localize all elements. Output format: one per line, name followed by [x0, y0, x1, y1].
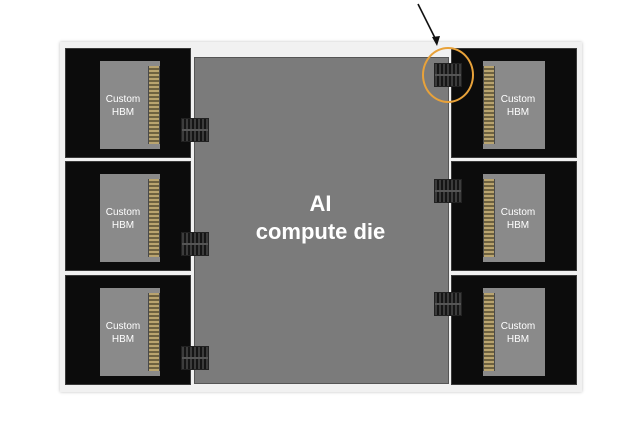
hbm-die: Custom HBM	[483, 174, 545, 262]
tsv-strip	[483, 293, 495, 371]
hbm-stack-left-bottom: Custom HBM	[65, 275, 191, 385]
hbm-die: Custom HBM	[100, 174, 160, 262]
hbm-die: Custom HBM	[100, 61, 160, 149]
die-label-line1: AI	[309, 191, 332, 216]
hbm-stack-right-bottom: Custom HBM	[451, 275, 577, 385]
hbm-label: Custom HBM	[105, 94, 141, 118]
phy-interface-right-bottom	[434, 292, 462, 316]
tsv-strip	[148, 179, 160, 257]
die-label-line2: compute die	[255, 219, 386, 244]
phy-interface-right-middle	[434, 179, 462, 203]
hbm-label: Custom HBM	[500, 94, 536, 118]
tsv-strip	[148, 293, 160, 371]
hbm-label: Custom HBM	[105, 321, 141, 345]
die-label: AI compute die	[194, 190, 447, 246]
phy-interface-left-top	[181, 118, 209, 142]
phy-interface-left-bottom	[181, 346, 209, 370]
hbm-label: Custom HBM	[500, 207, 536, 231]
hbm-stack-right-middle: Custom HBM	[451, 161, 577, 271]
hbm-stack-left-top: Custom HBM	[65, 48, 191, 158]
tsv-strip	[483, 179, 495, 257]
hbm-stack-left-middle: Custom HBM	[65, 161, 191, 271]
hbm-die: Custom HBM	[483, 288, 545, 376]
hbm-die: Custom HBM	[100, 288, 160, 376]
ai-compute-die	[194, 57, 449, 384]
tsv-strip	[148, 66, 160, 144]
tsv-strip	[483, 66, 495, 144]
highlight-circle	[422, 47, 474, 103]
hbm-die: Custom HBM	[483, 61, 545, 149]
hbm-label: Custom HBM	[105, 207, 141, 231]
hbm-label: Custom HBM	[500, 321, 536, 345]
phy-interface-left-middle	[181, 232, 209, 256]
pointer-arrow-icon	[417, 3, 440, 46]
